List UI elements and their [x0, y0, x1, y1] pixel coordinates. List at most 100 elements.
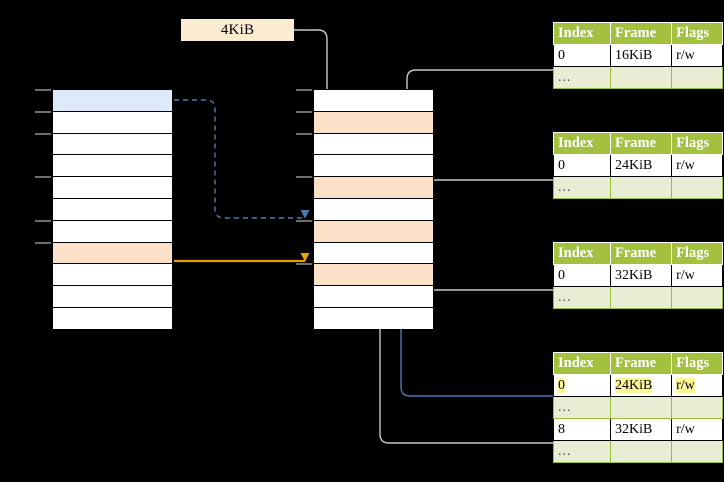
table-cell[interactable] — [609, 66, 673, 89]
table-row[interactable]: ... — [553, 440, 723, 463]
table-cell[interactable]: r/w — [671, 154, 723, 177]
highlighted-value: 24KiB — [615, 377, 653, 393]
table-cell[interactable] — [609, 176, 673, 199]
memory-row[interactable] — [53, 285, 172, 307]
row-tick-mark — [35, 219, 51, 222]
memory-row[interactable] — [53, 263, 172, 286]
memory-row[interactable] — [53, 176, 172, 198]
table-cell[interactable]: ... — [553, 396, 611, 419]
memory-row[interactable] — [53, 110, 172, 133]
wire-directory-to-pagetable-dashed — [174, 99, 310, 219]
table-cell[interactable] — [671, 440, 723, 463]
table-cell[interactable] — [671, 176, 723, 199]
memory-row[interactable] — [53, 219, 172, 242]
row-tick-mark — [35, 110, 51, 113]
table-cell[interactable]: ... — [553, 440, 611, 463]
memory-row[interactable] — [314, 263, 433, 286]
memory-row[interactable] — [53, 197, 172, 220]
memory-row[interactable] — [53, 241, 172, 264]
column-header-frame: Frame — [609, 132, 673, 155]
memory-row[interactable] — [314, 306, 433, 329]
memory-row[interactable] — [314, 285, 433, 307]
table-cell[interactable] — [609, 440, 673, 463]
table-cell[interactable]: 32KiB — [609, 418, 673, 441]
row-tick-mark — [296, 110, 312, 113]
column-header-flags: Flags — [671, 242, 723, 265]
table-cell[interactable]: r/w — [671, 418, 723, 441]
row-tick-mark — [35, 132, 51, 135]
table-cell[interactable]: 24KiB — [609, 154, 673, 177]
table-cell[interactable] — [609, 286, 673, 309]
table-cell[interactable]: 16KiB — [609, 44, 673, 67]
table-row[interactable]: ... — [553, 176, 723, 199]
memory-row[interactable] — [53, 154, 172, 177]
column-header-index: Index — [553, 352, 611, 375]
size-label-text: 4KiB — [220, 21, 255, 38]
size-label-4kib: 4KiB — [181, 19, 294, 41]
table-cell[interactable] — [671, 396, 723, 419]
table-cell[interactable] — [671, 286, 723, 309]
table-row[interactable]: ... — [553, 396, 723, 419]
memory-row[interactable] — [314, 219, 433, 242]
table-cell[interactable]: 24KiB — [609, 374, 673, 397]
table-row[interactable]: ... — [553, 66, 723, 89]
table-cell[interactable]: r/w — [671, 264, 723, 287]
wire-table3-to-pagetable — [411, 268, 553, 291]
highlighted-value: 0 — [558, 377, 565, 393]
table-cell[interactable]: r/w — [671, 374, 723, 397]
memory-row[interactable] — [314, 197, 433, 220]
row-tick-mark — [35, 89, 51, 91]
page-table-column — [313, 89, 434, 329]
column-header-frame: Frame — [609, 242, 673, 265]
wire-table2-to-pagetable — [418, 179, 553, 214]
column-header-index: Index — [553, 242, 611, 265]
table-cell[interactable]: 32KiB — [609, 264, 673, 287]
memory-row[interactable] — [314, 176, 433, 198]
row-tick-mark — [35, 241, 51, 244]
table-cell[interactable]: 0 — [553, 264, 611, 287]
table-cell[interactable]: 0 — [553, 374, 611, 397]
column-header-flags: Flags — [671, 22, 723, 45]
row-tick-mark — [296, 263, 312, 266]
page-directory-column — [52, 89, 173, 329]
table-row[interactable]: ... — [553, 286, 723, 309]
table-cell[interactable]: ... — [553, 176, 611, 199]
highlighted-value: r/w — [676, 377, 695, 393]
memory-row[interactable] — [53, 306, 172, 329]
memory-row[interactable] — [314, 110, 433, 133]
table-cell[interactable]: 0 — [553, 44, 611, 67]
table-row[interactable]: 0 24KiB r/w — [553, 374, 723, 397]
table-cell[interactable]: 0 — [553, 154, 611, 177]
row-tick-mark — [296, 176, 312, 179]
memory-row[interactable] — [314, 154, 433, 177]
row-tick-mark — [296, 219, 312, 222]
memory-row[interactable] — [314, 241, 433, 264]
memory-row[interactable] — [314, 132, 433, 155]
table-cell[interactable] — [671, 66, 723, 89]
memory-row[interactable] — [53, 132, 172, 155]
row-tick-mark — [296, 132, 312, 135]
table-cell[interactable]: 8 — [553, 418, 611, 441]
table-cell[interactable]: r/w — [671, 44, 723, 67]
column-header-flags: Flags — [671, 132, 723, 155]
row-tick-mark — [296, 89, 312, 91]
column-header-flags: Flags — [671, 352, 723, 375]
memory-row[interactable] — [314, 89, 433, 111]
column-header-index: Index — [553, 22, 611, 45]
table-cell[interactable]: ... — [553, 66, 611, 89]
table-cell[interactable]: ... — [553, 286, 611, 309]
memory-row[interactable] — [53, 89, 172, 111]
table-cell[interactable] — [609, 396, 673, 419]
